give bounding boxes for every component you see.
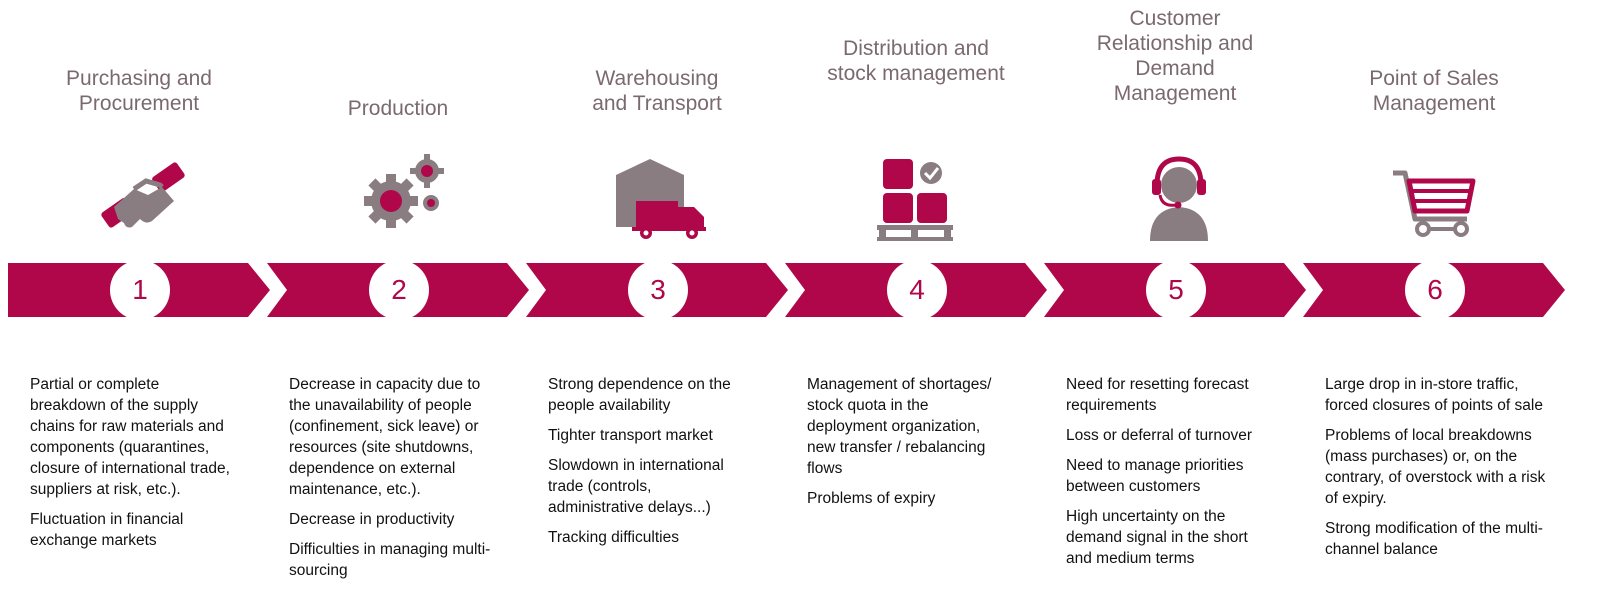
step-3-item: Tracking difficulties	[548, 529, 679, 546]
step-5-item: Need to manage priorities between custom…	[1066, 457, 1244, 495]
step-3-description: Strong dependence on the people availabi…	[548, 374, 780, 557]
step-2-description: Decrease in capacity due to the unavaila…	[289, 374, 521, 590]
step-3-item: Strong dependence on the people availabi…	[548, 376, 731, 414]
step-5-item: High uncertainty on the demand signal in…	[1066, 508, 1248, 567]
step-4-title: Distribution and stock management	[827, 37, 1005, 85]
step-4-number: 4	[887, 260, 947, 320]
step-4-item: Problems of expiry	[807, 490, 936, 507]
step-3: Warehousing and Transport 3 Strong depen…	[526, 0, 788, 593]
pallet-boxes-icon	[865, 145, 975, 245]
step-6-item: Strong modification of the multi- channe…	[1325, 520, 1543, 558]
step-1-title: Purchasing and Procurement	[66, 67, 212, 115]
step-3-item: Tighter transport market	[548, 427, 713, 444]
step-3-number: 3	[628, 260, 688, 320]
shopping-cart-icon	[1383, 145, 1493, 245]
step-5-title: Customer Relationship and Demand Managem…	[1096, 7, 1254, 105]
step-2-item: Decrease in capacity due to the unavaila…	[289, 376, 481, 498]
step-1-number: 1	[110, 260, 170, 320]
step-5-number: 5	[1146, 260, 1206, 320]
step-2: Production	[267, 0, 529, 593]
step-3-item: Slowdown in international trade (control…	[548, 457, 724, 516]
step-5: Customer Relationship and Demand Managem…	[1044, 0, 1306, 593]
headset-agent-icon	[1124, 145, 1234, 245]
handshake-icon	[88, 145, 198, 245]
step-4-item: Management of shortages/ stock quota in …	[807, 376, 992, 477]
step-5-description: Need for resetting forecast requirements…	[1066, 374, 1298, 578]
step-2-title: Production	[347, 97, 449, 120]
step-6: Point of Sales Management 6 Large drop i…	[1303, 0, 1565, 593]
step-1-item: Fluctuation in financial exchange market…	[30, 511, 184, 549]
step-2-item: Decrease in productivity	[289, 511, 455, 528]
step-2-item: Difficulties in managing multi- sourcing	[289, 541, 491, 579]
step-1: Purchasing and Procurement 1 Partial or …	[8, 0, 270, 593]
step-3-title: Warehousing and Transport	[592, 67, 722, 115]
step-6-title: Point of Sales Management	[1369, 67, 1499, 115]
step-6-item: Problems of local breakdowns (mass purch…	[1325, 427, 1546, 507]
step-6-number: 6	[1405, 260, 1465, 320]
step-2-number: 2	[369, 260, 429, 320]
step-1-item: Partial or complete breakdown of the sup…	[30, 376, 230, 498]
step-1-description: Partial or complete breakdown of the sup…	[30, 374, 262, 560]
step-4: Distribution and stock management 4 Mana…	[785, 0, 1047, 593]
step-4-description: Management of shortages/ stock quota in …	[807, 374, 1039, 518]
step-5-item: Loss or deferral of turnover	[1066, 427, 1253, 444]
warehouse-truck-icon	[606, 145, 716, 245]
step-5-item: Need for resetting forecast requirements	[1066, 376, 1249, 414]
step-6-description: Large drop in in-store traffic, forced c…	[1325, 374, 1557, 569]
gears-icon	[347, 145, 457, 245]
step-6-item: Large drop in in-store traffic, forced c…	[1325, 376, 1543, 414]
